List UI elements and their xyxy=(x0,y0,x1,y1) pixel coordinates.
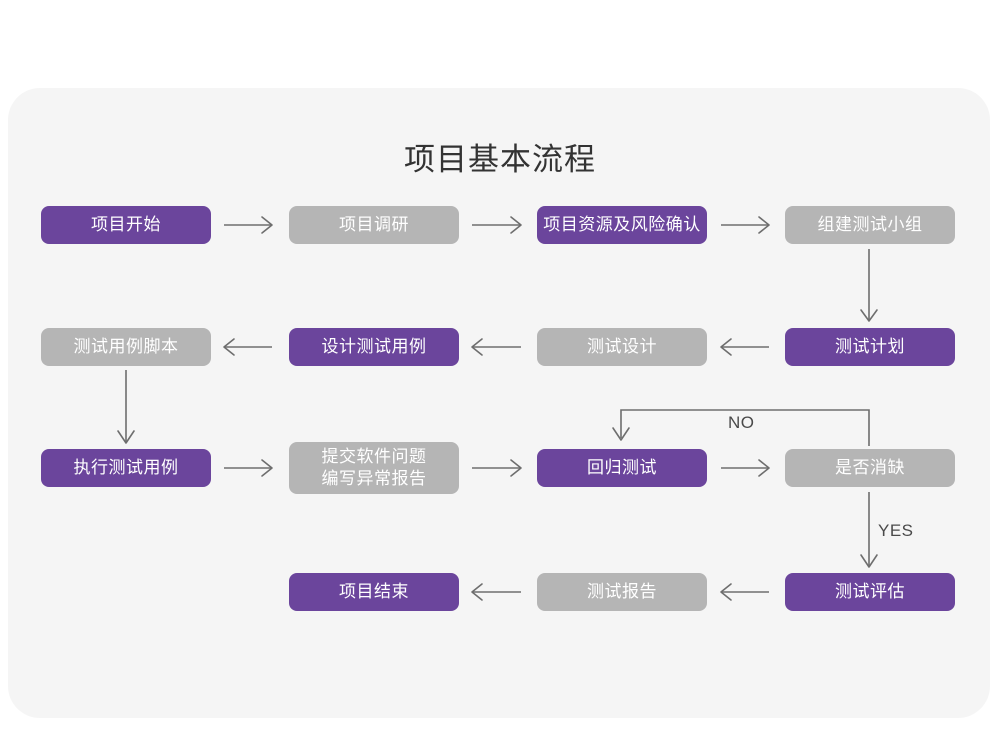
node-design-test-cases[interactable]: 设计测试用例 xyxy=(289,328,459,366)
edge-label-no: NO xyxy=(728,413,755,432)
node-test-case-scripts[interactable]: 测试用例脚本 xyxy=(41,328,211,366)
node-execute-test-cases[interactable]: 执行测试用例 xyxy=(41,449,211,487)
edge-label-yes: YES xyxy=(878,521,914,540)
node-defects-cleared-decision[interactable]: 是否消缺 xyxy=(785,449,955,487)
node-submit-defects-report[interactable]: 提交软件问题 编写异常报告 xyxy=(289,442,459,494)
node-regression-test[interactable]: 回归测试 xyxy=(537,449,707,487)
page-title: 项目基本流程 xyxy=(404,142,596,177)
node-test-evaluation[interactable]: 测试评估 xyxy=(785,573,955,611)
node-resource-risk-confirm[interactable]: 项目资源及风险确认 xyxy=(537,206,707,244)
node-test-design[interactable]: 测试设计 xyxy=(537,328,707,366)
node-project-end[interactable]: 项目结束 xyxy=(289,573,459,611)
node-project-start[interactable]: 项目开始 xyxy=(41,206,211,244)
node-test-plan[interactable]: 测试计划 xyxy=(785,328,955,366)
node-test-report[interactable]: 测试报告 xyxy=(537,573,707,611)
node-project-research[interactable]: 项目调研 xyxy=(289,206,459,244)
flowchart-panel xyxy=(8,88,990,718)
node-form-test-team[interactable]: 组建测试小组 xyxy=(785,206,955,244)
